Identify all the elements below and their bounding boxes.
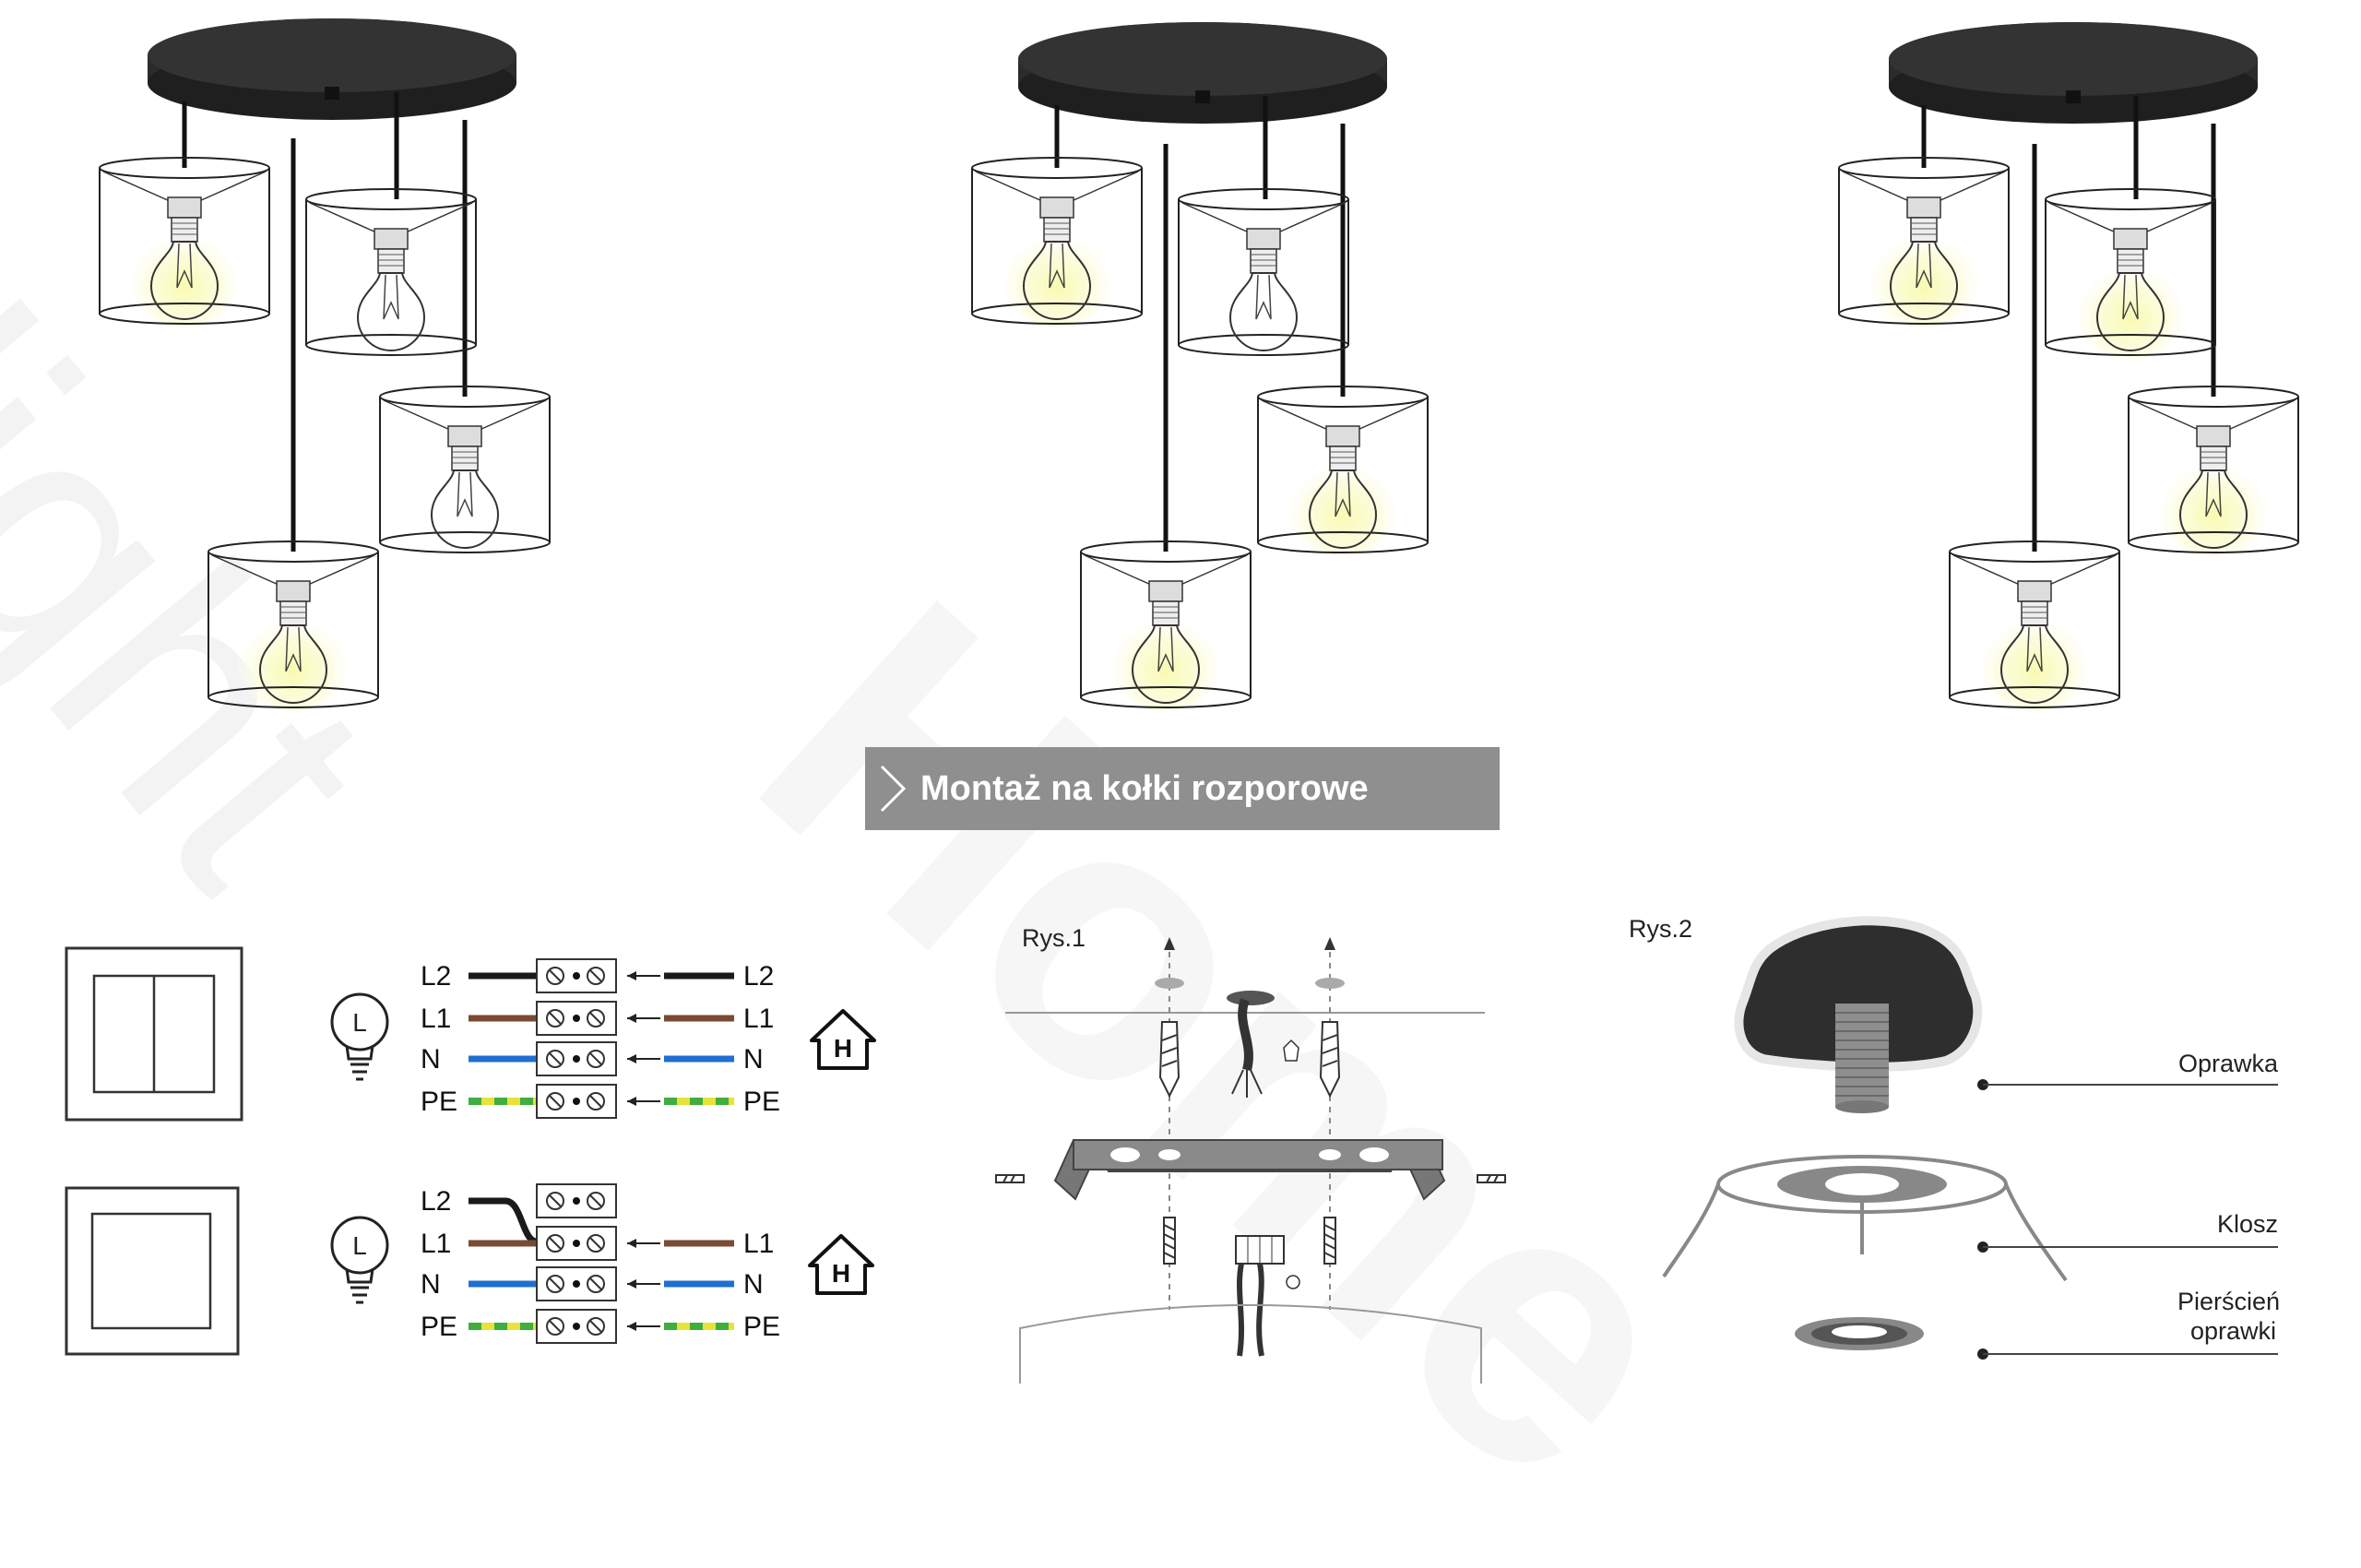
wire-label-right: L1 — [743, 1229, 774, 1259]
house-symbol-label-2: H — [832, 1259, 850, 1288]
chevron-right-icon — [880, 765, 907, 813]
figure2-label: Rys.2 — [1629, 915, 1692, 943]
wire-label-left: N — [421, 1269, 441, 1300]
wire-label-right: L2 — [743, 961, 774, 992]
lamp-symbol-icon-2 — [330, 1216, 389, 1304]
wire-label-right: PE — [743, 1312, 780, 1342]
lamp-variant-3 — [1838, 22, 2299, 712]
wire-label-left: PE — [421, 1312, 457, 1342]
lamp-symbol-label-2: L — [352, 1231, 367, 1260]
wire-label-right: N — [743, 1269, 764, 1300]
part-label-oprawka: Oprawka — [2178, 1050, 2279, 1077]
double-switch-icon — [65, 946, 243, 1122]
figure1-label: Rys.1 — [1022, 924, 1086, 952]
lamp-variant-1 — [99, 18, 551, 712]
mounting-instructions-button[interactable]: Montaż na kołki rozporowe — [865, 747, 1500, 830]
house-icon-2 — [808, 1234, 874, 1295]
house-symbol-label: H — [834, 1034, 852, 1063]
figure2-shade-assembly — [1662, 916, 2278, 1360]
lamp-symbol-icon — [330, 992, 389, 1081]
wire-label-left: L1 — [421, 1229, 451, 1259]
wire-label-right: N — [743, 1044, 764, 1075]
lamp-symbol-label: L — [352, 1008, 367, 1037]
figure1-mounting-diagram — [995, 937, 1506, 1384]
wire-label-right: PE — [743, 1087, 780, 1117]
wire-label-left: L1 — [421, 1004, 451, 1034]
wire-label-left: L2 — [421, 961, 451, 992]
single-switch-icon — [65, 1186, 240, 1356]
wire-label-left: PE — [421, 1087, 457, 1117]
wire-label-left: L2 — [421, 1186, 451, 1217]
part-label-klosz: Klosz — [2217, 1210, 2278, 1238]
wire-label-left: N — [421, 1044, 441, 1075]
mounting-button-label: Montaż na kołki rozporowe — [920, 768, 1369, 808]
house-icon — [810, 1009, 876, 1070]
lamp-variant-2 — [971, 22, 1429, 712]
wire-label-right: L1 — [743, 1004, 774, 1034]
